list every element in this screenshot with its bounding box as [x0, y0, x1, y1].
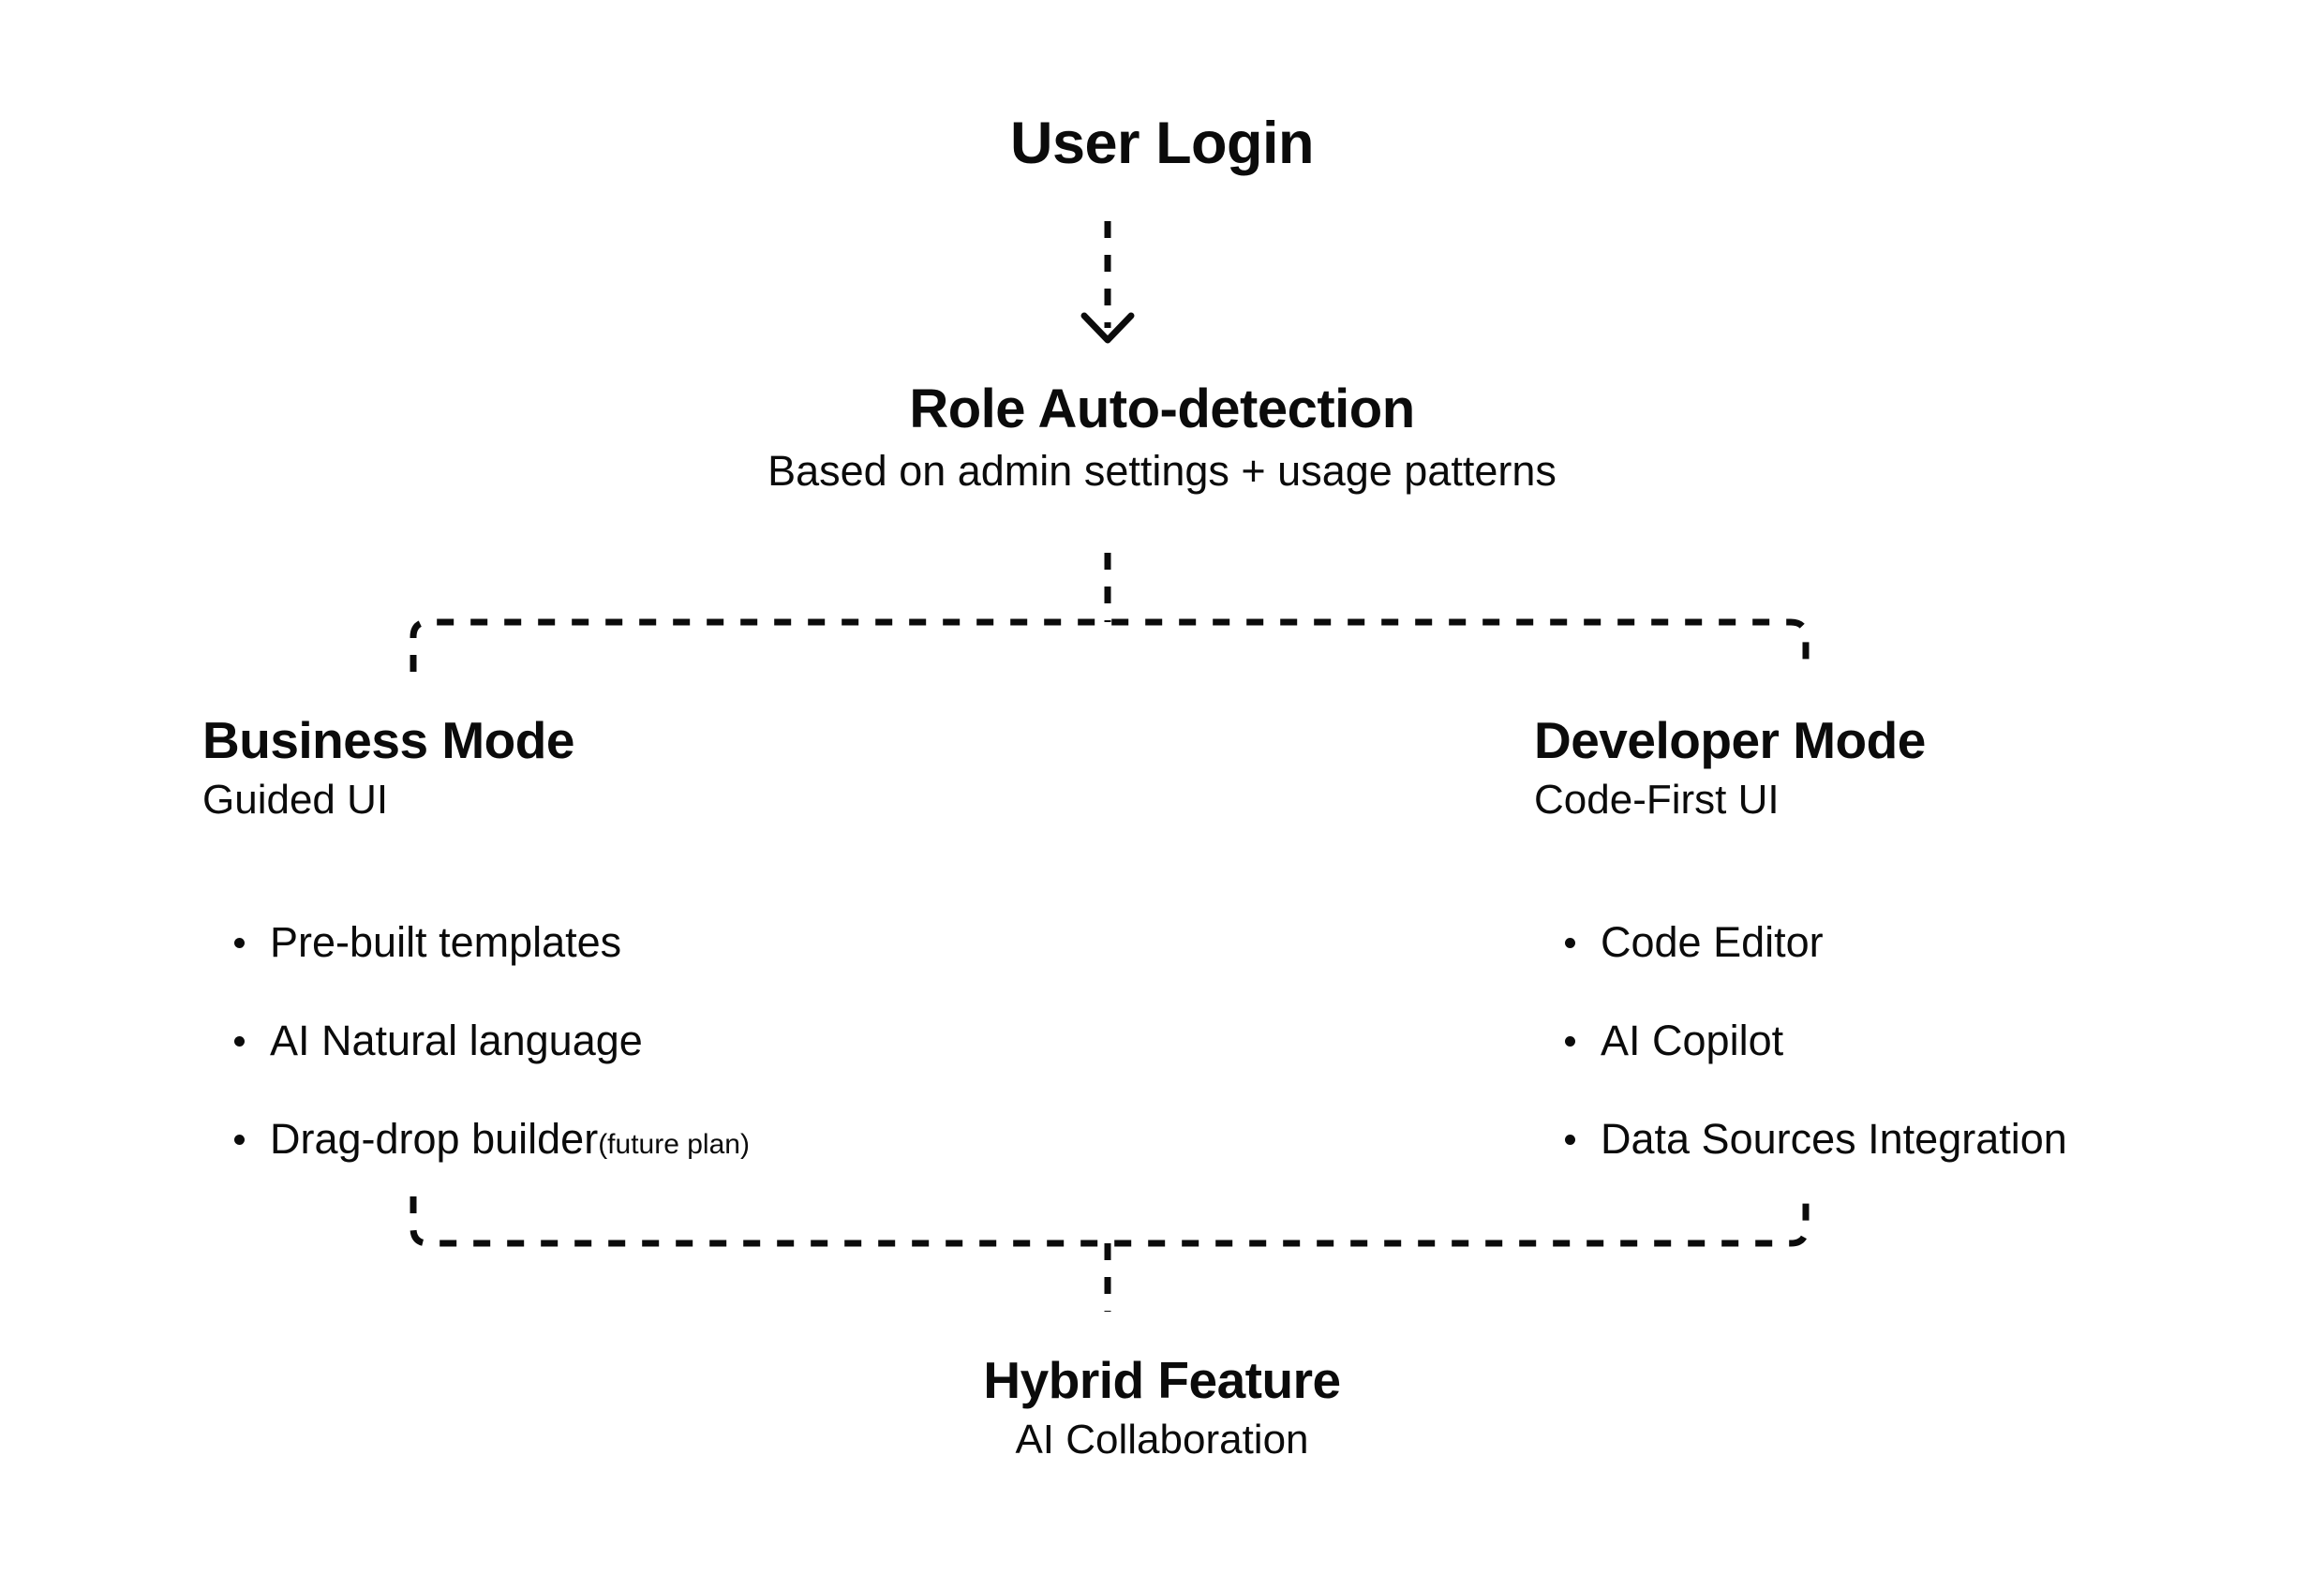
list-item: AI Natural language: [234, 1019, 750, 1062]
list-item: Drag-drop builder(future plan): [234, 1118, 750, 1160]
list-item-label: AI Natural language: [270, 1017, 643, 1064]
node-user-login-title: User Login: [1009, 111, 1315, 176]
bullet-dot-icon: [1565, 1035, 1575, 1047]
list-item-label: Data Sources Integration: [1601, 1115, 2067, 1163]
node-role-detection-subtitle: Based on admin settings + usage patterns: [767, 446, 1557, 495]
node-developer-mode: Developer Mode Code-First UI: [1534, 711, 1926, 824]
node-developer-mode-title: Developer Mode: [1534, 711, 1926, 769]
node-business-mode-title: Business Mode: [202, 711, 574, 769]
node-role-detection-title: Role Auto-detection: [909, 379, 1415, 439]
connector-split-bracket: [410, 618, 1810, 672]
list-item-label: Drag-drop builder: [270, 1115, 599, 1163]
developer-mode-feature-list: Code Editor AI Copilot Data Sources Inte…: [1565, 921, 2067, 1160]
node-hybrid-feature-title: Hybrid Feature: [983, 1351, 1341, 1409]
bullet-dot-icon: [1565, 1134, 1575, 1145]
list-item: AI Copilot: [1565, 1019, 2067, 1062]
arrowhead-down-icon: [1080, 312, 1135, 344]
connector-merge-bracket: [410, 1196, 1810, 1247]
node-role-detection: Role Auto-detection Based on admin setti…: [0, 379, 2324, 497]
list-item-label: Pre-built templates: [270, 918, 622, 966]
list-item: Code Editor: [1565, 921, 2067, 963]
bullet-dot-icon: [1565, 937, 1575, 948]
bullet-dot-icon: [234, 937, 245, 948]
list-item-label: AI Copilot: [1601, 1017, 1784, 1064]
node-hybrid-feature-subtitle: AI Collaboration: [1015, 1416, 1309, 1463]
list-item-note: (future plan): [598, 1129, 750, 1160]
list-item: Pre-built templates: [234, 921, 750, 963]
node-business-mode-subtitle: Guided UI: [202, 776, 389, 823]
business-mode-feature-list: Pre-built templates AI Natural language …: [234, 921, 750, 1160]
bullet-dot-icon: [234, 1134, 245, 1145]
list-item: Data Sources Integration: [1565, 1118, 2067, 1160]
node-business-mode: Business Mode Guided UI: [202, 711, 574, 824]
list-item-label: Code Editor: [1601, 918, 1824, 966]
node-user-login: User Login: [0, 111, 2324, 177]
bullet-dot-icon: [234, 1035, 245, 1047]
node-developer-mode-subtitle: Code-First UI: [1534, 776, 1780, 823]
node-hybrid-feature: Hybrid Feature AI Collaboration: [0, 1351, 2324, 1464]
